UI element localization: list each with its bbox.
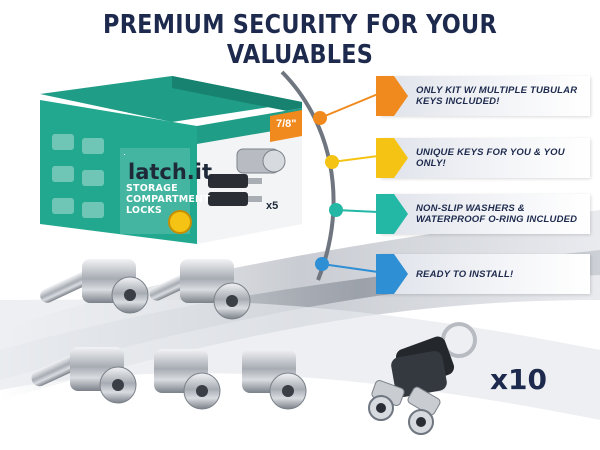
feature-banner-1: ONLY KIT W/ MULTIPLE TUBULAR KEYS INCLUD…	[376, 76, 590, 116]
feature-text: UNIQUE KEYS FOR YOU & YOU ONLY!	[416, 147, 565, 169]
keys-multiplier: x10	[490, 363, 548, 396]
feature-banner-2: UNIQUE KEYS FOR YOU & YOU ONLY!	[376, 138, 590, 178]
feature-text: ONLY KIT W/ MULTIPLE TUBULAR KEYS INCLUD…	[416, 85, 578, 107]
box-quantity: x5	[266, 200, 279, 212]
box-title: STORAGE COMPARTMENT LOCKS	[126, 183, 210, 216]
banner-tab	[376, 76, 394, 116]
feature-dot-2	[325, 155, 339, 169]
feature-dot-1	[313, 111, 327, 125]
chevron-right-icon	[394, 254, 408, 294]
cam-lock	[154, 349, 221, 410]
headline: PREMIUM SECURITY FOR YOUR VALUABLES	[103, 10, 497, 70]
cam-lock	[31, 347, 137, 404]
chevron-right-icon	[394, 138, 408, 178]
chevron-right-icon	[394, 76, 408, 116]
box-brand: latch.it	[128, 160, 213, 184]
feature-banner-4: READY TO INSTALL!	[376, 254, 590, 294]
cam-lock	[242, 349, 307, 410]
cam-lock	[40, 259, 149, 314]
feature-text: NON-SLIP WASHERS & WATERPROOF O-RING INC…	[416, 203, 578, 225]
cam-lock	[149, 259, 251, 320]
cam-locks-illustration	[31, 259, 307, 410]
feature-banner-3: NON-SLIP WASHERS & WATERPROOF O-RING INC…	[376, 194, 590, 234]
chevron-right-icon	[394, 194, 408, 234]
banner-tab	[376, 138, 394, 178]
banner-tab	[376, 254, 394, 294]
feature-dot-4	[315, 257, 329, 271]
feature-dot-3	[329, 203, 343, 217]
box-size-tag: 7/8"	[276, 118, 297, 130]
tubular-keys-illustration	[368, 322, 477, 435]
feature-text: READY TO INSTALL!	[416, 268, 514, 280]
banner-tab	[376, 194, 394, 234]
product-box-illustration	[40, 76, 302, 244]
